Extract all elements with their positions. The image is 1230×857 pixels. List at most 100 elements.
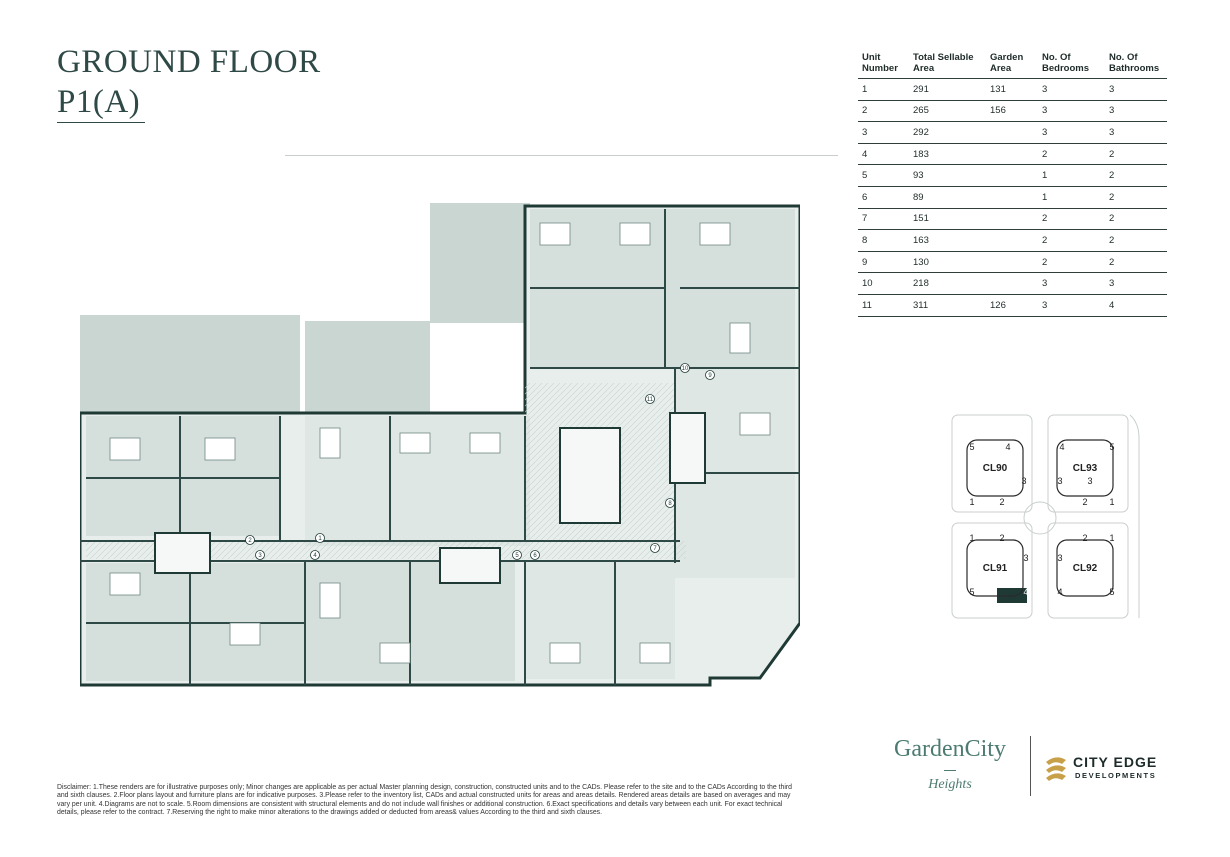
table-cell: 2 <box>858 100 909 123</box>
header-total-sellable-area: Total Sellable Area <box>909 52 986 79</box>
elevator-core <box>154 532 211 574</box>
key-unit-number: 2 <box>999 497 1004 507</box>
key-unit-number: 1 <box>969 497 974 507</box>
key-block-name: CL92 <box>1073 563 1098 574</box>
unit-zone <box>86 416 281 536</box>
key-unit-number: 3 <box>1023 553 1028 563</box>
unit-marker-label: 4 <box>313 553 317 559</box>
table-cell: 126 <box>986 294 1038 317</box>
garden-area-mid <box>305 321 430 413</box>
key-unit-number: 1 <box>969 533 974 543</box>
garden-area-top <box>430 203 530 323</box>
table-cell: 292 <box>909 121 986 144</box>
page-title-line2: P1(A) <box>57 84 141 120</box>
gardencity-logo: GardenCity Heights <box>885 736 1015 793</box>
table-cell: 3 <box>1105 100 1167 123</box>
unit-marker-label: 3 <box>258 553 262 559</box>
table-cell: 3 <box>1038 272 1105 295</box>
table-cell <box>986 229 1038 252</box>
unit-marker: 10 <box>680 363 690 373</box>
unit-marker-label: 7 <box>653 546 657 552</box>
city-edge-mark-icon <box>1046 757 1066 781</box>
table-cell: 3 <box>1105 78 1167 101</box>
key-unit-number: 5 <box>969 442 974 452</box>
table-cell: 89 <box>909 186 986 209</box>
key-unit-number: 3 <box>1057 553 1062 563</box>
table-cell: 151 <box>909 208 986 231</box>
key-unit-number: 2 <box>1082 497 1087 507</box>
header-garden-area: Garden Area <box>986 52 1038 79</box>
table-cell: 2 <box>1038 143 1105 166</box>
unit-marker: 7 <box>650 543 660 553</box>
unit-marker: 1 <box>315 533 325 543</box>
header-bathrooms: No. Of Bathrooms <box>1105 52 1167 79</box>
unit-marker-label: 6 <box>533 553 537 559</box>
table-cell: 2 <box>1105 186 1167 209</box>
units-table-header: Unit Number Total Sellable Area Garden A… <box>858 52 1167 79</box>
unit-marker: 5 <box>512 550 522 560</box>
table-cell: 2 <box>1105 208 1167 231</box>
table-cell: 7 <box>858 208 909 231</box>
furniture <box>109 222 771 664</box>
table-cell: 1 <box>1038 164 1105 187</box>
page-title: GROUND FLOOR P1(A) <box>57 42 321 122</box>
key-unit-number: 4 <box>1023 587 1028 597</box>
key-block-name: CL93 <box>1073 463 1098 474</box>
table-cell: 218 <box>909 272 986 295</box>
table-cell: 3 <box>1038 78 1105 101</box>
table-cell <box>986 121 1038 144</box>
header-divider <box>285 155 838 156</box>
key-unit-number: 3 <box>1057 476 1062 486</box>
table-cell: 3 <box>1038 294 1105 317</box>
table-cell: 291 <box>909 78 986 101</box>
table-cell: 183 <box>909 143 986 166</box>
key-unit-number: 4 <box>1005 442 1010 452</box>
table-cell: 3 <box>1105 272 1167 295</box>
table-cell: 3 <box>858 121 909 144</box>
key-unit-number: 2 <box>999 533 1004 543</box>
key-block-cl92: CL92 2 1 3 4 5 <box>1056 533 1115 597</box>
table-cell: 3 <box>1038 121 1105 144</box>
garden-area-left <box>80 315 300 413</box>
table-cell: 10 <box>858 272 909 295</box>
key-unit-number: 4 <box>1059 442 1064 452</box>
unit-marker: 9 <box>705 370 715 380</box>
table-cell: 2 <box>1105 143 1167 166</box>
unit-marker: 6 <box>530 550 540 560</box>
table-cell: 1 <box>1038 186 1105 209</box>
table-cell: 11 <box>858 294 909 317</box>
unit-marker-label: 8 <box>668 501 672 507</box>
table-cell: 3 <box>1038 100 1105 123</box>
table-cell: 131 <box>986 78 1038 101</box>
table-cell <box>986 251 1038 274</box>
table-cell: 6 <box>858 186 909 209</box>
table-cell <box>986 272 1038 295</box>
key-unit-number: 1 <box>1109 533 1114 543</box>
key-block-name: CL91 <box>983 563 1008 574</box>
table-cell: 8 <box>858 229 909 252</box>
table-cell: 130 <box>909 251 986 274</box>
key-unit-number: 2 <box>1082 533 1087 543</box>
key-unit-number: 5 <box>1109 587 1114 597</box>
unit-marker: 8 <box>665 498 675 508</box>
unit-marker-label: 11 <box>647 397 654 403</box>
header-unit-number: Unit Number <box>858 52 909 79</box>
unit-marker: 11 <box>645 394 655 404</box>
table-cell: 156 <box>986 100 1038 123</box>
table-cell: 2 <box>1038 251 1105 274</box>
unit-marker-label: 5 <box>515 553 519 559</box>
table-cell: 265 <box>909 100 986 123</box>
key-unit-number: 4 <box>1057 587 1062 597</box>
